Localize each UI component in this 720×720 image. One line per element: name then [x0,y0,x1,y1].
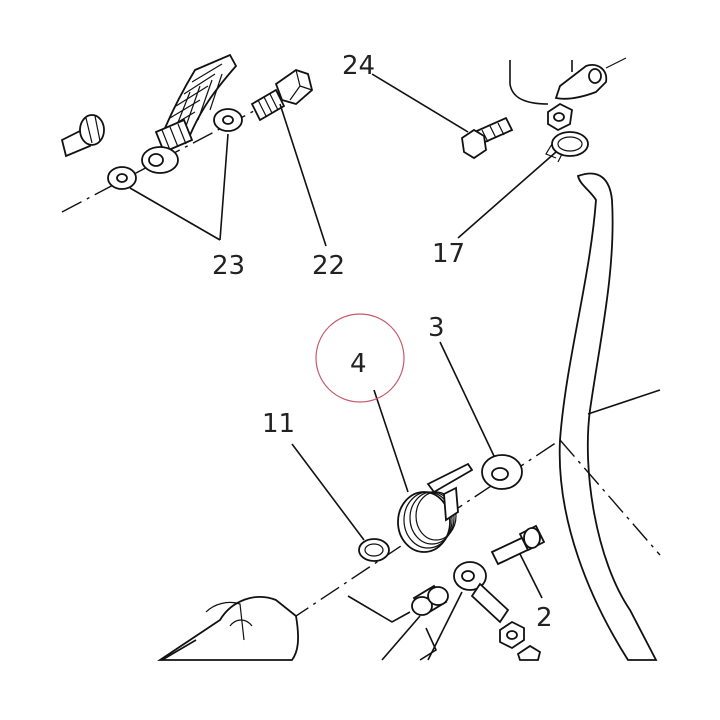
washer-23-right [213,108,243,132]
washer-3 [481,454,523,490]
leader-23-a [129,187,221,241]
small-nut [547,102,573,132]
bottom-housing [157,596,299,661]
leader-2 [519,553,543,599]
leader-24 [371,73,469,133]
top-right-bracket-assembly [461,57,627,163]
bushing [411,584,449,616]
nut-bottom [516,644,542,661]
housing-outline [509,60,549,105]
hose-branch-line [587,389,661,415]
label-22: 22 [312,251,345,281]
leader-23-b [219,133,229,241]
washer-23-left [107,166,137,190]
banjo-bolt-22 [250,69,314,122]
label-23: 23 [212,251,245,281]
leader-4 [373,389,409,493]
label-2: 2 [536,603,553,633]
centerline-top-left [61,91,291,213]
nut-lower [499,620,525,650]
rod-end [419,561,510,661]
callout-circle-highlight [315,313,405,403]
hose-clamp-17 [545,131,589,163]
bolt-24 [461,116,514,160]
label-4: 4 [350,349,367,379]
torsion-spring-4 [397,462,474,553]
label-17: 17 [432,239,465,269]
bracket-guide-line [347,595,411,623]
bolt-2 [490,524,546,566]
leader-17 [457,151,557,239]
leader-22 [279,103,327,247]
top-left-fitting-assembly [60,53,314,213]
braided-hose [141,53,238,174]
left-bolt [60,114,105,158]
label-11: 11 [262,409,295,439]
label-24: 24 [342,51,375,81]
snap-ring-11 [358,538,390,562]
leader-11 [291,443,365,541]
centerline-right [559,439,661,556]
leader-3 [439,341,495,457]
large-hose [558,172,661,661]
label-3: 3 [428,313,445,343]
